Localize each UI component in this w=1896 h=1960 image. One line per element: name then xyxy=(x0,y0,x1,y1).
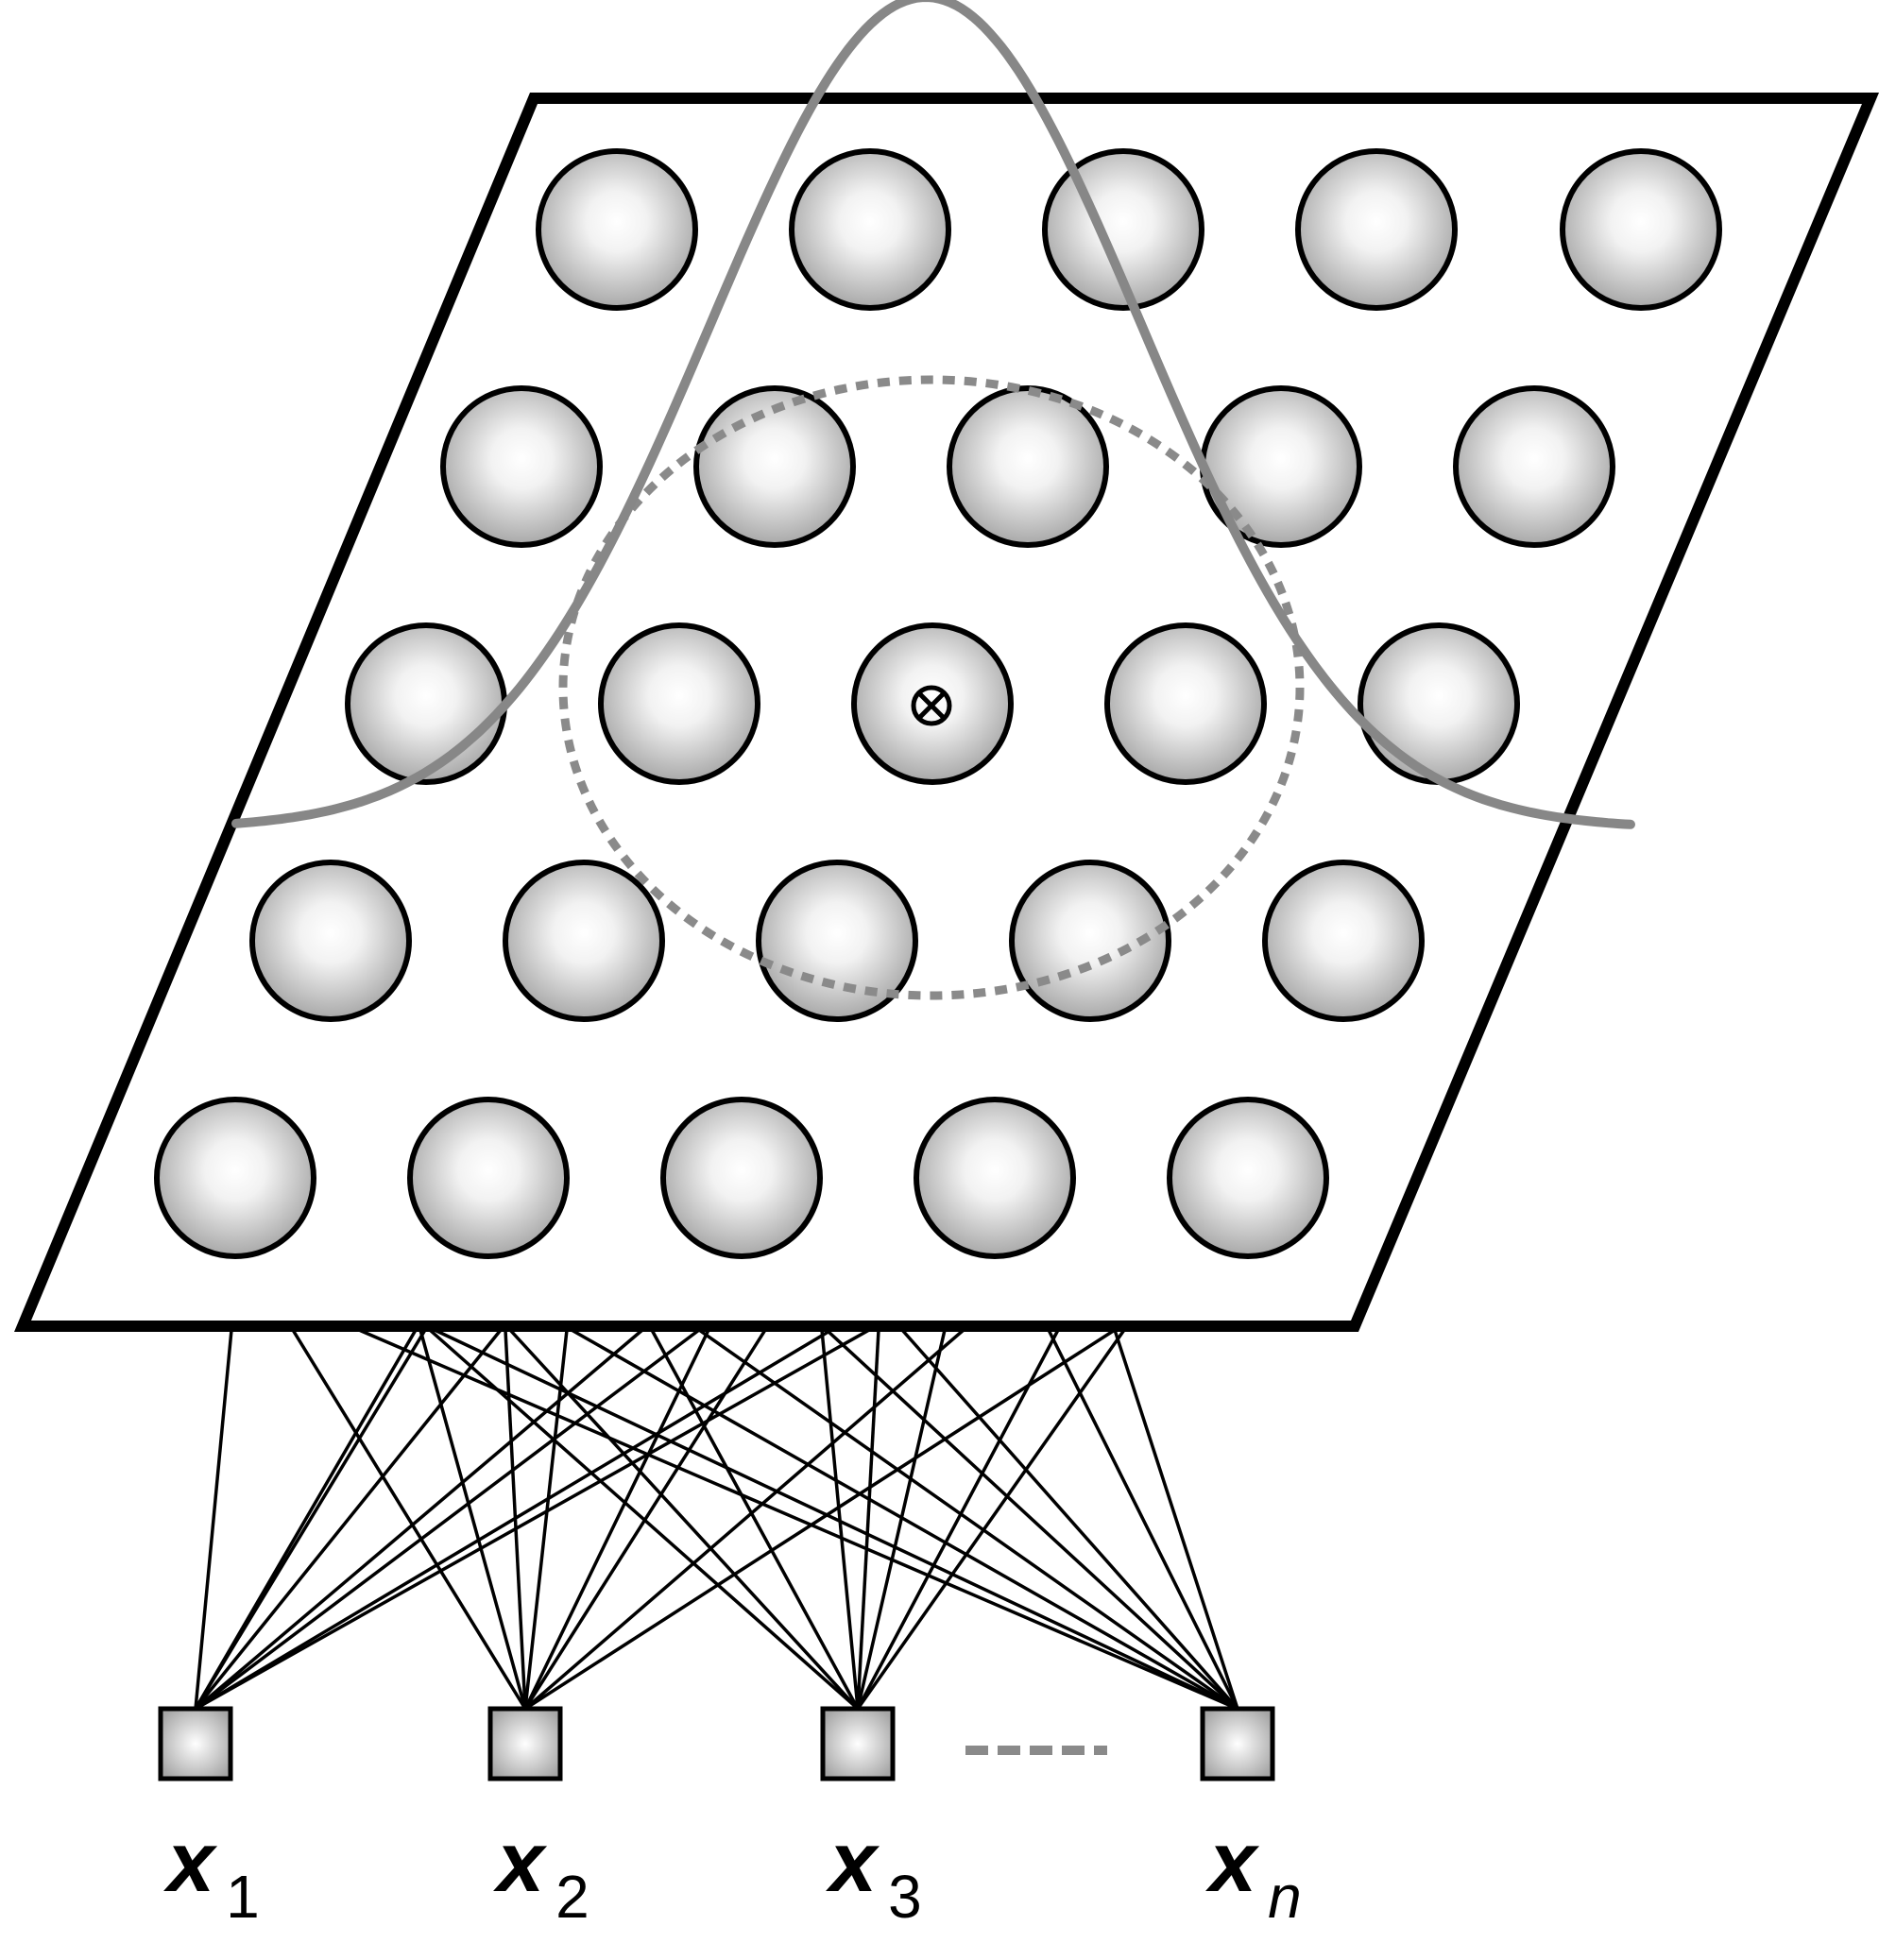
neuron xyxy=(345,622,507,785)
connection-line xyxy=(650,1329,860,1710)
winner-neuron-marker xyxy=(911,685,952,726)
connection-line xyxy=(1047,1329,1239,1710)
connection-line xyxy=(194,1328,701,1711)
connection-line xyxy=(195,1328,832,1711)
connection-line xyxy=(418,1329,527,1710)
input-node xyxy=(1200,1706,1275,1781)
neuron xyxy=(1295,148,1458,311)
neuron xyxy=(249,860,412,1022)
neuron xyxy=(1560,148,1722,311)
connection-line xyxy=(194,1328,503,1711)
neuron xyxy=(1104,622,1267,785)
connection-line xyxy=(194,1329,427,1710)
neuron xyxy=(789,148,951,311)
connection-line xyxy=(1113,1329,1239,1710)
neuron xyxy=(1358,622,1520,785)
connection-line xyxy=(523,1328,965,1711)
neuron xyxy=(1453,385,1615,548)
input-label-base: x xyxy=(493,1815,548,1910)
input-node xyxy=(487,1706,563,1781)
neuron xyxy=(503,860,665,1022)
input-label-subscript: 3 xyxy=(888,1863,922,1931)
neuron xyxy=(440,385,603,548)
gaussian-neighborhood-curve xyxy=(231,0,1635,829)
connection-line xyxy=(523,1329,710,1710)
connection-line xyxy=(194,1328,644,1711)
neuron xyxy=(756,860,918,1022)
neuron xyxy=(914,1097,1076,1259)
neuron xyxy=(947,385,1109,548)
neuron xyxy=(1262,860,1425,1022)
input-label-base: x xyxy=(1205,1815,1260,1910)
connection-line xyxy=(825,1328,1239,1711)
neighborhood-circle xyxy=(558,375,1305,1000)
neuron xyxy=(598,622,760,785)
input-label-base: x xyxy=(826,1815,880,1910)
connection-line xyxy=(358,1328,1238,1711)
neuron xyxy=(660,1097,823,1259)
connection-line xyxy=(856,1329,1060,1710)
input-node xyxy=(820,1706,896,1781)
connection-line xyxy=(900,1328,1239,1711)
connection-line xyxy=(291,1329,527,1710)
connection-line xyxy=(697,1328,1239,1711)
neuron xyxy=(407,1097,570,1259)
neuron-grid xyxy=(154,148,1722,1259)
input-label-subscript: n xyxy=(1268,1863,1302,1931)
connection-line xyxy=(194,1329,233,1710)
neuron xyxy=(536,148,698,311)
connection-line xyxy=(523,1329,569,1710)
neuron xyxy=(1167,1097,1329,1259)
input-node xyxy=(158,1706,233,1781)
connection-line xyxy=(195,1328,870,1711)
neuron xyxy=(154,1097,316,1259)
connection-line xyxy=(856,1329,880,1710)
input-label-subscript: 2 xyxy=(555,1863,589,1931)
connection-line xyxy=(524,1328,1116,1711)
connection-line xyxy=(428,1328,860,1711)
input-label-subscript: 1 xyxy=(226,1863,260,1931)
input-connections xyxy=(194,1328,1239,1711)
input-label-base: x xyxy=(163,1815,218,1910)
circled-times-icon xyxy=(911,685,952,726)
connection-line xyxy=(571,1328,1238,1711)
connection-line xyxy=(434,1328,1238,1711)
neuron xyxy=(1009,860,1171,1022)
